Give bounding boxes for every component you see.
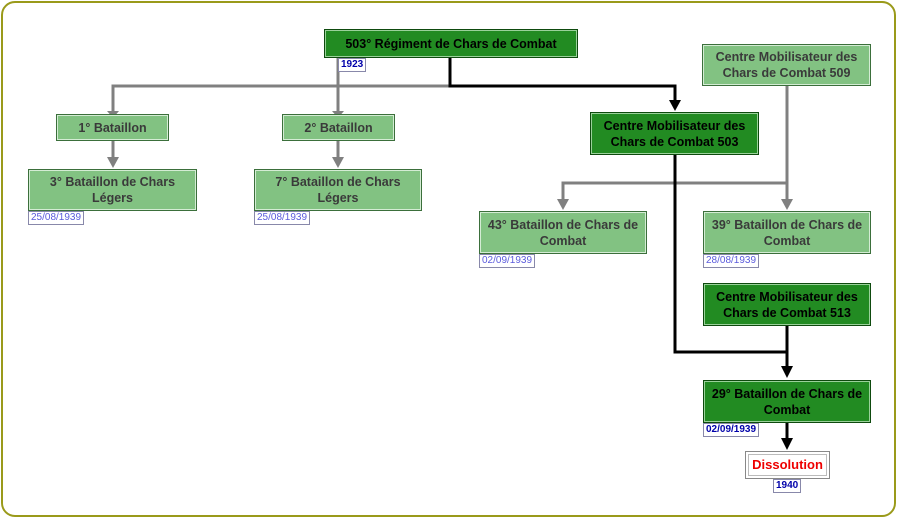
line-regiment-to-cm503: [448, 58, 677, 103]
node-bcc-39: 39° Bataillon de Chars de Combat: [703, 211, 871, 254]
date-dissolution: 1940: [773, 479, 802, 493]
gray-connectors: [111, 58, 789, 203]
line-cm509-to-bcc43: [561, 181, 787, 203]
node-cm-503: Centre Mobilisateur des Chars de Combat …: [590, 112, 759, 155]
node-bataillon-1-label: 1° Bataillon: [78, 120, 147, 135]
arrow-to-bcc29: [781, 366, 793, 378]
date-bcc-29: 02/09/1939: [703, 423, 760, 437]
date-bcc-43: 02/09/1939: [479, 254, 536, 268]
node-bcl-7-label: 7° Bataillon de Chars Légers: [275, 175, 401, 205]
black-arrows: [669, 100, 793, 450]
node-bataillon-2-label: 2° Bataillon: [304, 120, 373, 135]
node-bcc-29: 29° Bataillon de Chars de Combat: [703, 380, 871, 423]
node-bcl-3-label: 3° Bataillon de Chars Légers: [49, 175, 176, 205]
arrow-to-bcc39: [781, 199, 793, 210]
node-dissolution-label: Dissolution: [752, 457, 823, 472]
node-bcc-39-label: 39° Bataillon de Chars de Combat: [711, 217, 863, 248]
node-bcl-7: 7° Bataillon de Chars Légers: [254, 169, 422, 211]
arrow-to-bcc43: [557, 199, 569, 210]
arrow-to-dissolution: [781, 438, 793, 450]
node-bcl-3: 3° Bataillon de Chars Légers: [28, 169, 197, 211]
date-regiment-503: 1923: [338, 58, 367, 72]
date-bcl-3: 25/08/1939: [28, 211, 85, 225]
arrow-to-bcl3: [107, 157, 119, 168]
arrow-to-cm503: [669, 100, 681, 111]
arrow-to-bcl7: [332, 157, 344, 168]
node-bataillon-2: 2° Bataillon: [282, 114, 395, 141]
line-regiment-to-branches: [111, 58, 340, 113]
node-cm-503-label: Centre Mobilisateur des Chars de Combat …: [603, 118, 746, 149]
node-cm-509: Centre Mobilisateur des Chars de Combat …: [702, 44, 871, 86]
node-cm-513: Centre Mobilisateur des Chars de Combat …: [703, 283, 871, 326]
date-bcl-7: 25/08/1939: [254, 211, 311, 225]
node-regiment-503-label: 503° Régiment de Chars de Combat: [345, 36, 557, 51]
node-cm-513-label: Centre Mobilisateur des Chars de Combat …: [716, 289, 858, 320]
node-bcc-29-label: 29° Bataillon de Chars de Combat: [711, 386, 863, 417]
node-bcc-43: 43° Bataillon de Chars de Combat: [479, 211, 647, 254]
node-regiment-503: 503° Régiment de Chars de Combat: [324, 29, 578, 58]
node-dissolution: Dissolution: [745, 451, 830, 479]
node-bataillon-1: 1° Bataillon: [56, 114, 169, 141]
line-cm503-to-bcc29: [673, 155, 787, 354]
node-cm-509-label: Centre Mobilisateur des Chars de Combat …: [715, 50, 858, 80]
date-bcc-39: 28/08/1939: [703, 254, 760, 268]
node-bcc-43-label: 43° Bataillon de Chars de Combat: [487, 217, 639, 248]
